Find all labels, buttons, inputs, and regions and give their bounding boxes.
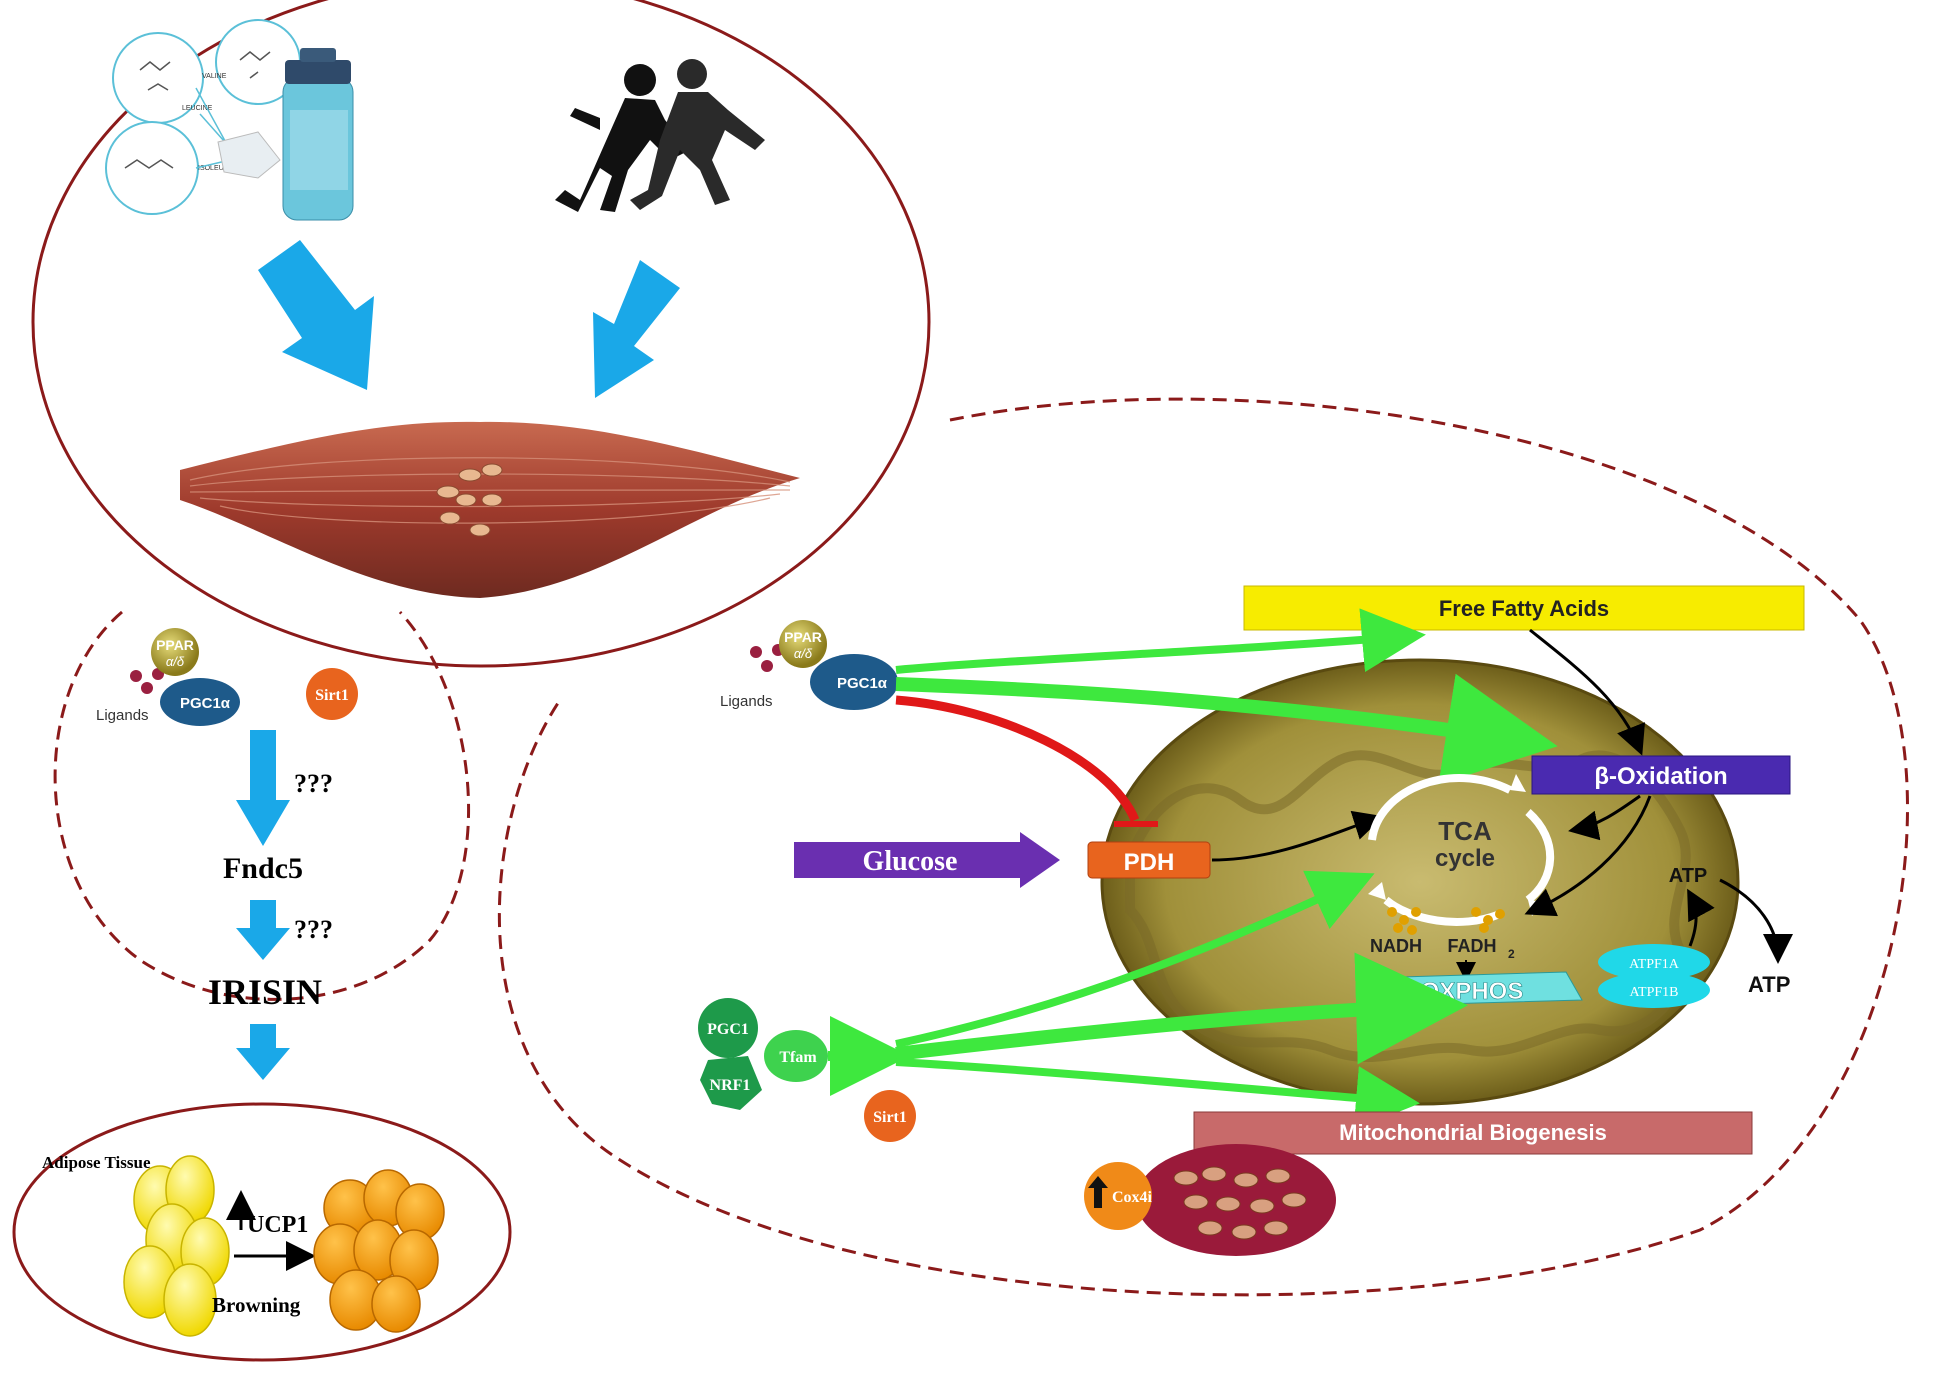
atpf1b-badge [1598,972,1710,1008]
nrf1-shape [700,1056,762,1110]
pgc1a-shape-right [810,654,898,710]
fadh-subscript: 2 [1508,947,1515,961]
molecule-circle-3 [105,121,199,215]
arrow-irisin-adipose [236,1024,290,1080]
brown-adipocytes [313,1169,445,1333]
molecule-label-leucine: LEUCINE [182,105,213,112]
browning-label: Browning [212,1293,301,1317]
arrow-pdh-tca [1211,810,1384,862]
ffa-box [1243,585,1805,631]
runners-icon [555,59,765,212]
adipose-ellipse [12,1102,512,1362]
tfam-badge [764,1030,828,1082]
pdh-box [1087,841,1211,879]
beta-oxidation-label: β-Oxidation [1594,763,1727,790]
scoop-icon [217,131,281,179]
sirt1-badge-left [306,668,358,720]
atp-label-right: ATP [1748,972,1790,997]
biogenesis-label: Mitochondrial Biogenesis [1339,1120,1607,1145]
arrow-betaox-tca [1568,794,1641,841]
ppar-complex-right: PPAR α/δ PGC1α Ligands [720,620,898,710]
cox4i-up-arrow [1088,1176,1108,1208]
pgc1a-label-right: PGC1α [837,675,888,692]
green-arrow-tfam-tca-up [895,870,1375,1048]
left-dashed-circle [53,610,470,1001]
tca-label: TCA [1438,816,1492,846]
beta-oxidation-box [1531,755,1791,795]
muscle-tissue [180,421,800,598]
atpf1a-label: ATPF1A [1629,957,1680,972]
glucose-arrow [794,832,1060,888]
ppar-label: PPAR [156,637,194,653]
pgc1-label: PGC1 [707,1021,749,1038]
cox4i-label: Cox4i [1112,1189,1153,1206]
tca-cycle-label: cycle [1435,845,1495,872]
mito-icons [1173,1166,1307,1240]
arrow-ffa-betaox [1529,628,1646,756]
pgc1a-shape [160,678,240,726]
arrow-atp-out [1719,878,1793,964]
arrow-betaox-fadh [1524,795,1652,917]
top-circle [31,0,931,668]
green-arrow-tfam-oxphos [895,952,1468,1065]
supplement-illustration: VALINE LEUCINE ISOLEUCINE [105,19,354,221]
white-adipocytes [123,1155,230,1337]
ppar-label-right: PPAR [784,629,822,645]
irisin-label: IRISIN [208,972,322,1012]
ppar-sub-label: α/δ [166,654,185,669]
right-dashed-ellipse [497,397,1910,1297]
cyan-arrow-exercise [593,260,680,398]
ucp1-label: UCP1 [247,1212,308,1238]
fadh-label: FADH [1448,936,1497,956]
pdh-label: PDH [1124,849,1175,876]
pgc1a-label: PGC1α [180,695,231,712]
ppar-complex-left: PPAR α/δ PGC1α Ligands [96,628,240,726]
ppar-ball-right [779,620,827,668]
arrow-ppar-fndc5 [236,730,290,846]
nadh-label: NADH [1370,936,1422,956]
green-arrow-tfam-biogenesis [895,1058,1420,1130]
cyan-arrow-supplement [258,240,374,390]
arrow-atpase-atp [1687,888,1715,947]
biogenesis-box [1193,1111,1753,1155]
tfam-label: Tfam [779,1049,817,1066]
fndc5-label: Fndc5 [223,852,303,885]
adipose-tissue-label: Adipose Tissue [42,1153,151,1172]
cox4i-badge [1084,1162,1152,1230]
molecule-label-isoleucine: ISOLEUCINE [198,165,241,172]
red-inhibit-ppar-pdh [895,695,1140,822]
ligands-label-right: Ligands [720,693,773,710]
muscle-mitochondria [436,463,503,537]
molecule-label-valine: VALINE [202,73,227,80]
unknown-step-1: ??? [294,769,333,798]
ppar-sub-label-right: α/δ [794,646,813,661]
atp-label-top: ATP [1669,865,1708,887]
arrow-fndc5-irisin [236,900,290,960]
atpf1b-label: ATPF1B [1629,985,1678,1000]
pgc1-badge [698,998,758,1058]
ffa-label: Free Fatty Acids [1439,596,1609,621]
electron-carriers [1387,907,1505,935]
ppar-ball [151,628,199,676]
unknown-step-2: ??? [294,915,333,944]
green-arrow-ppar-betaox [895,673,1558,785]
sirt1-badge-right [864,1090,916,1142]
glucose-label: Glucose [863,846,958,877]
nrf1-label: NRF1 [710,1077,751,1094]
ligands-label: Ligands [96,707,149,724]
green-arrow-ppar-ffa [895,608,1426,674]
sirt1-label-right: Sirt1 [873,1109,907,1126]
atpf1a-badge [1598,944,1710,980]
sirt1-label-left: Sirt1 [315,687,349,704]
